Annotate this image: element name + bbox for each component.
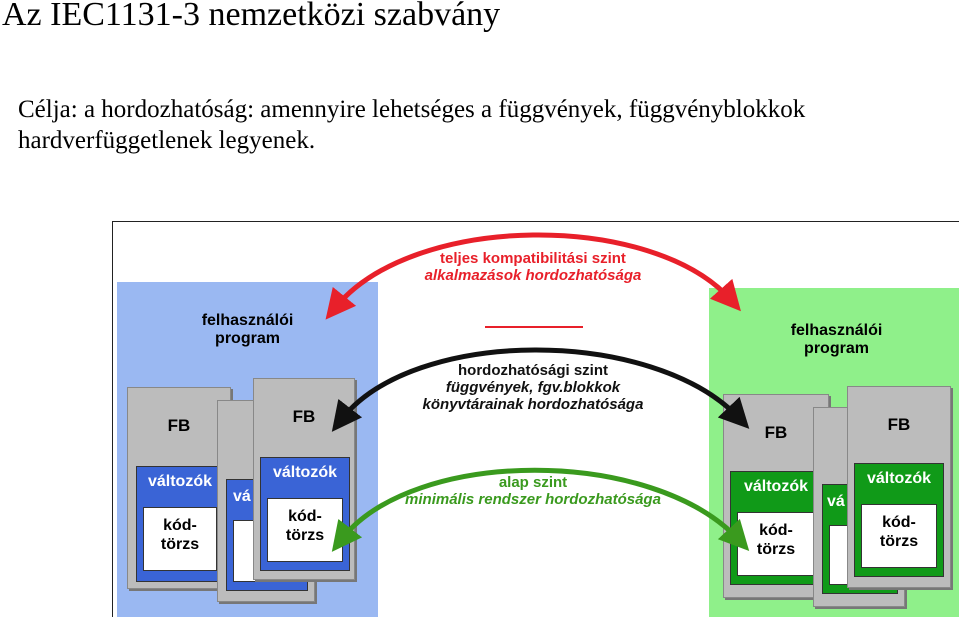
variables-box: változók kód- törzs (260, 457, 350, 571)
code-body-label: kód- törzs (879, 514, 919, 550)
fb-label: FB (292, 407, 316, 426)
level-name: teljes kompatibilitási szint (440, 250, 626, 267)
code-body-box: kód- törzs (143, 507, 217, 571)
fb-label: FB (887, 415, 911, 434)
variables-label-partial: vá (827, 493, 845, 510)
variables-box: változók kód- törzs (854, 463, 944, 577)
variables-box: változók kód- törzs (136, 466, 224, 582)
level-arrows (325, 232, 750, 552)
full-compatibility-arrow (325, 232, 741, 320)
level-description: alkalmazások hordozhatósága (424, 267, 642, 284)
base-level-label: alap szint minimális rendszer hordozható… (368, 474, 698, 508)
level-name: hordozhatósági szint (458, 362, 608, 379)
variables-label: változók (147, 473, 212, 490)
code-body-label: kód- törzs (756, 522, 796, 558)
fb-label: FB (764, 423, 788, 442)
code-body-box: kód- törzs (861, 504, 937, 568)
variables-label: változók (743, 478, 808, 495)
left-fb-card-back-1: FB változók kód- törzs (127, 387, 231, 589)
left-panel-label: felhasználói program (201, 312, 294, 348)
fb-label: FB (167, 416, 191, 435)
right-fb-card-front: FB változók kód- törzs (847, 386, 951, 588)
level-description: minimális rendszer hordozhatósága (405, 491, 661, 508)
code-body-box: kód- törzs (267, 498, 343, 562)
base-level-arrow (331, 467, 750, 552)
variables-label: változók (866, 470, 931, 487)
level-description-2: könyvtárainak hordozhatósága (422, 396, 644, 413)
code-body-label: kód- törzs (160, 517, 200, 553)
portability-diagram: felhasználói program FB változók kód- tö… (112, 221, 959, 617)
right-panel-label: felhasználói program (790, 322, 883, 358)
variables-label-partial: vá (233, 488, 251, 505)
portability-level-arrow (331, 347, 750, 432)
code-body-label: kód- törzs (285, 508, 325, 544)
slide-title: Az IEC1131-3 nemzetközi szabvány (2, 0, 501, 33)
level-name: alap szint (498, 474, 568, 491)
portability-level-label: hordozhatósági szint függvények, fgv.blo… (383, 362, 683, 413)
variables-label: változók (272, 464, 337, 481)
slide-body-text: Célja: a hordozhatóság: amennyire lehets… (18, 96, 806, 154)
full-compatibility-level-label: teljes kompatibilitási szint alkalmazáso… (383, 250, 683, 284)
level-description: függvények, fgv.blokkok (445, 379, 621, 396)
code-body-box: kód- törzs (737, 512, 815, 576)
